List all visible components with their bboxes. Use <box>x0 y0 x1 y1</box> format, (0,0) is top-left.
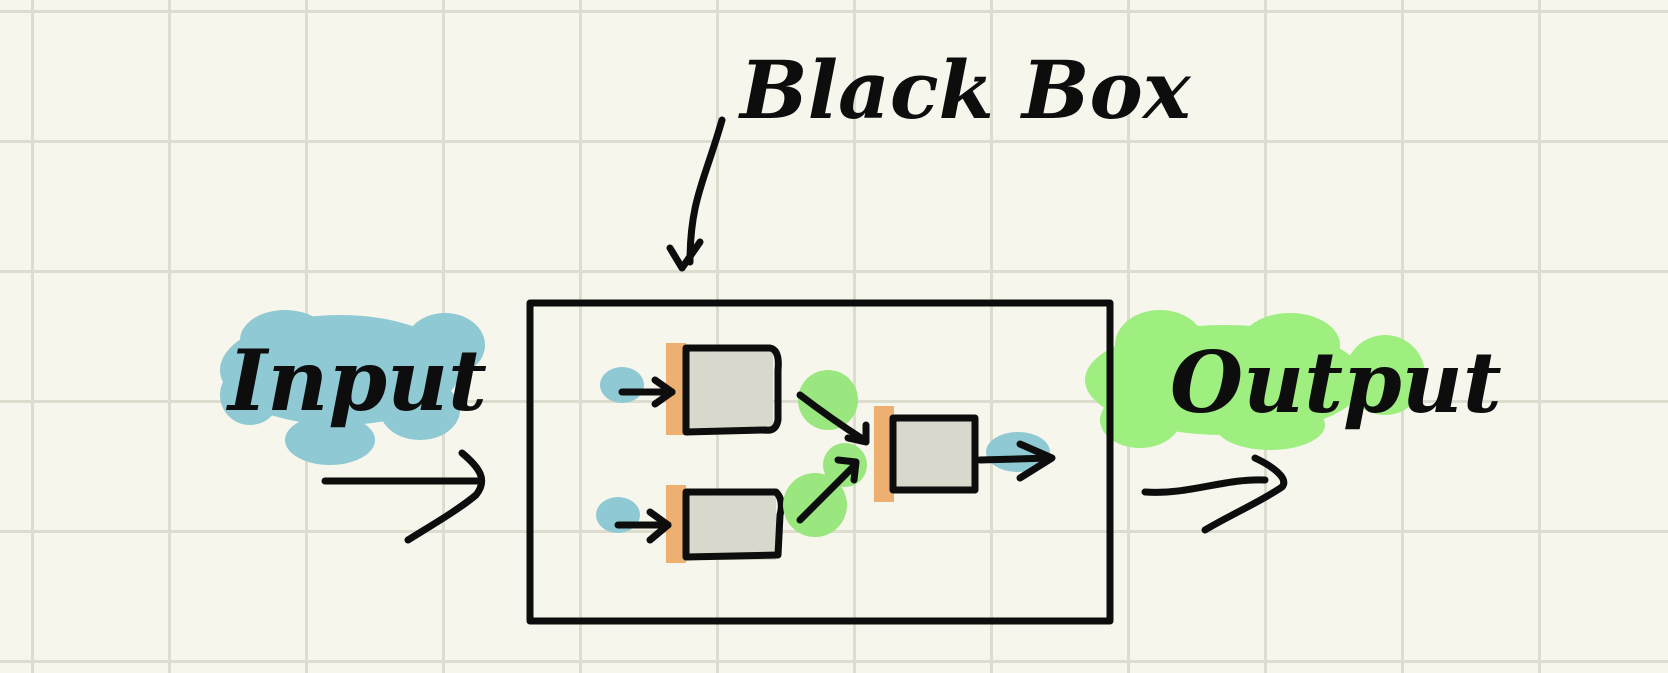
input-arrow-top <box>618 376 676 408</box>
output-arrow <box>1141 454 1288 534</box>
output-label: Output <box>1170 333 1502 432</box>
output-highlight <box>1085 310 1425 450</box>
connector-highlight <box>783 370 867 537</box>
inner-box-top <box>666 343 782 436</box>
input-highlight <box>220 310 485 465</box>
inner-output-arrow <box>976 440 1056 482</box>
inner-box-bottom <box>666 485 785 563</box>
input-label: Input <box>226 331 487 430</box>
callout-arrow <box>666 116 726 272</box>
input-arrow <box>321 449 486 544</box>
black-box-outline <box>526 299 1114 625</box>
inner-box-right <box>874 406 979 502</box>
connector-arrow-up <box>796 456 860 524</box>
input-arrow-bottom <box>614 508 672 544</box>
connector-arrow-down <box>796 391 870 446</box>
black-box-title: Black Box <box>738 43 1192 137</box>
